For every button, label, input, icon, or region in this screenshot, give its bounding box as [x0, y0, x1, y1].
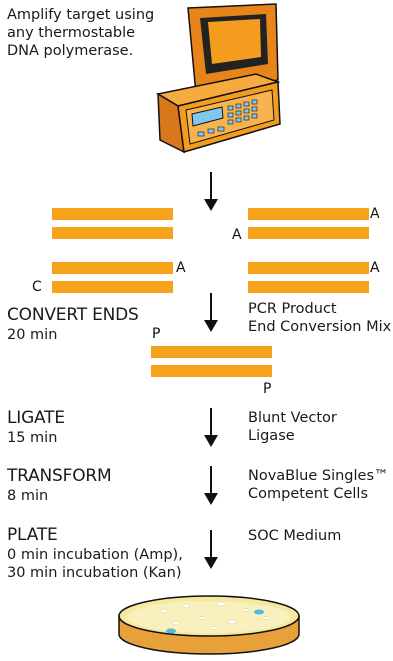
dna-strand [248, 208, 369, 220]
down-arrow-icon [201, 466, 221, 506]
dna-strand [248, 281, 369, 293]
down-arrow-icon [201, 293, 221, 333]
step-title: PLATE [7, 525, 58, 545]
down-arrow-icon [201, 530, 221, 570]
dna-strand [52, 227, 173, 239]
step-reagent: PCR Product [248, 301, 337, 317]
down-arrow-icon [201, 408, 221, 448]
dna-strand [248, 227, 369, 239]
step-time: 30 min incubation (Kan) [7, 565, 182, 581]
petri-dish-icon [116, 594, 302, 658]
phosphate-label: P [263, 381, 272, 397]
overhang-label: A [232, 227, 242, 243]
step-title: TRANSFORM [7, 466, 112, 486]
down-arrow-icon [201, 172, 221, 212]
dna-strand [248, 262, 369, 274]
overhang-label: A [176, 260, 186, 276]
step-title: LIGATE [7, 408, 65, 428]
step-reagent: Blunt Vector [248, 410, 337, 426]
step-time: 8 min [7, 488, 49, 504]
intro-line-1: Amplify target using [7, 7, 155, 23]
step-time: 15 min [7, 430, 58, 446]
intro-line-3: DNA polymerase. [7, 43, 134, 59]
dna-strand [52, 281, 173, 293]
step-reagent: SOC Medium [248, 528, 342, 544]
step-reagent: NovaBlue Singles™ [248, 468, 389, 484]
step-reagent: Competent Cells [248, 486, 368, 502]
step-reagent: Ligase [248, 428, 295, 444]
intro-line-2: any thermostable [7, 25, 136, 41]
overhang-label: C [32, 279, 42, 295]
overhang-label: A [370, 260, 380, 276]
step-time: 0 min incubation (Amp), [7, 547, 183, 563]
step-title: CONVERT ENDS [7, 305, 139, 325]
step-time: 20 min [7, 327, 58, 343]
thermal-cycler-icon [148, 2, 283, 157]
overhang-label: A [370, 206, 380, 222]
dna-strand [151, 365, 272, 377]
dna-strand [52, 208, 173, 220]
phosphate-label: P [152, 326, 161, 342]
step-reagent: End Conversion Mix [248, 319, 392, 335]
dna-strand [52, 262, 173, 274]
dna-strand [151, 346, 272, 358]
